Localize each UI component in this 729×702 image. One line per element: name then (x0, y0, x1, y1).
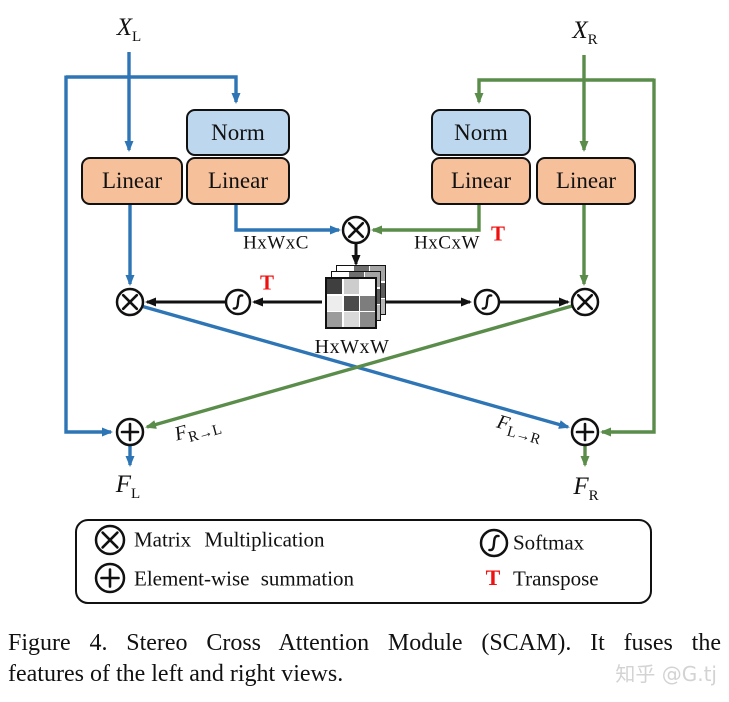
norm-box-left-label: Norm (211, 119, 265, 145)
matrix-cell (360, 295, 375, 311)
linear-box-left-v-label: Linear (101, 168, 162, 193)
matrix-cell (343, 279, 359, 294)
caption-line-1: Figure 4. Stereo Cross Attention Module … (8, 630, 721, 656)
norm-box-left: Norm (186, 109, 290, 156)
input-left-label: XL (116, 14, 142, 45)
watermark: 知乎 @G.tj (615, 662, 717, 686)
fusion-label-l-to-r: FL→R (494, 410, 543, 449)
linear-box-right-k-label: Linear (450, 168, 511, 193)
legend-label-matmul: Matrix Multiplication (134, 527, 325, 552)
matrix-cell (327, 295, 342, 311)
matrix-cell (360, 312, 375, 327)
output-right-label: FR (573, 473, 599, 504)
matmul-center-icon (341, 215, 371, 245)
linear-box-right-v: Linear (536, 157, 636, 205)
matrix-cell (327, 312, 342, 327)
matrix-cell (343, 295, 359, 311)
linear-box-left-v: Linear (81, 157, 183, 205)
legend-transpose-icon: T (485, 565, 501, 590)
matmul-right-icon (570, 287, 600, 317)
attention-matrix (325, 277, 377, 329)
norm-box-right-label: Norm (454, 119, 508, 145)
linear-box-left-q: Linear (186, 157, 290, 205)
linear-box-left-q-label: Linear (207, 168, 268, 193)
caption-line-2: features of the left and right views. (8, 661, 344, 687)
legend-label-softmax: Softmax (513, 530, 585, 555)
norm-box-right: Norm (431, 109, 531, 156)
dim-label-hxwxw: HxWxW (314, 336, 390, 358)
matmul-left-icon (115, 287, 145, 317)
figure-caption: Figure 4. Stereo Cross Attention Module … (8, 628, 721, 690)
sum-right-icon (570, 417, 600, 447)
linear-box-right-v-label: Linear (555, 168, 616, 193)
legend-label-transpose: Transpose (513, 566, 599, 591)
legend-label-sum: Element-wise summation (134, 566, 355, 591)
dim-label-hxcxw: HxCxW (414, 232, 480, 254)
input-right-label: XR (572, 17, 598, 48)
dim-label-hxwxc: HxWxC (243, 232, 309, 254)
matrix-cell (327, 279, 342, 294)
softmax-right-icon (473, 288, 501, 316)
output-left-label: FL (115, 471, 141, 502)
matrix-cell (360, 279, 375, 294)
linear-box-right-k: Linear (431, 157, 531, 205)
sum-left-icon (115, 417, 145, 447)
legend-box (75, 519, 652, 604)
transpose-mark-mid: T (259, 270, 275, 295)
transpose-mark-top: T (490, 221, 506, 246)
softmax-left-icon (224, 288, 252, 316)
matrix-cell (343, 312, 359, 327)
fusion-label-r-to-l: FR→L (172, 420, 224, 446)
